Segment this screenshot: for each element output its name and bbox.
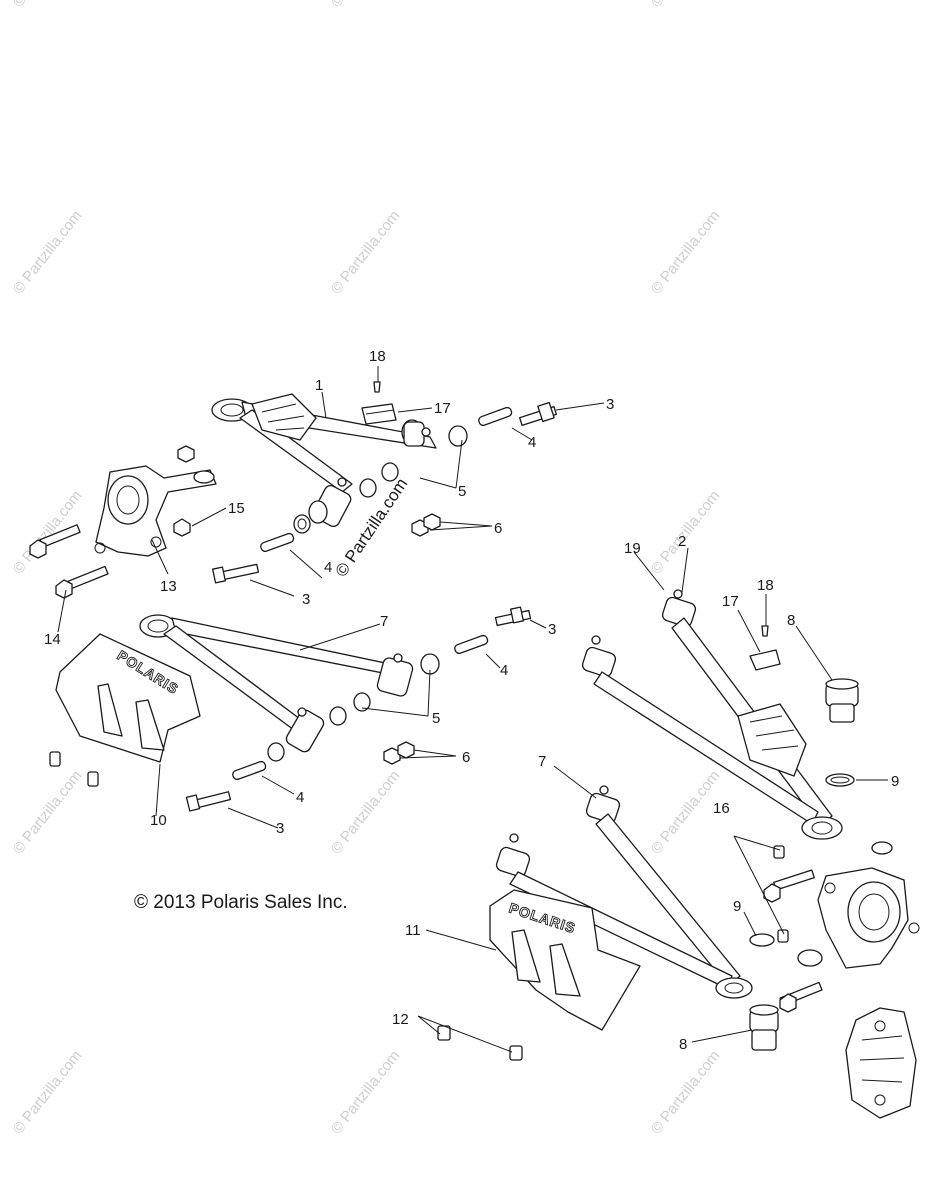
callout-3: 3	[276, 820, 284, 837]
watermark: © Partzilla.com	[328, 767, 404, 857]
callout-3: 3	[548, 621, 556, 638]
guard-11: POLARIS	[489, 889, 641, 1031]
callout-19: 19	[624, 540, 641, 557]
watermark: © Partzilla.com	[328, 207, 404, 297]
callout-4: 4	[324, 559, 332, 576]
callout-5: 5	[458, 483, 466, 500]
callout-9: 9	[733, 898, 741, 915]
upper-a-arm-left	[211, 393, 437, 493]
lower-a-arm-left	[139, 614, 440, 762]
callout-15: 15	[228, 500, 245, 517]
bolt-knuckle-upper	[29, 524, 81, 559]
callout-9: 9	[891, 773, 899, 790]
callout-2: 2	[678, 533, 686, 550]
retaining-ring-9-upper	[825, 773, 855, 787]
callout-6: 6	[494, 520, 502, 537]
callout-8: 8	[679, 1036, 687, 1053]
nut-top-knuckle	[177, 445, 195, 463]
callout-14: 14	[44, 631, 61, 648]
guard-10: POLARIS	[55, 633, 201, 763]
pin-4-lower-left	[232, 760, 267, 781]
watermark: © Partzilla.com	[10, 0, 86, 10]
watermark: © Partzilla.com	[10, 767, 86, 857]
screw-18-right	[761, 625, 769, 637]
watermark: © Partzilla.com	[648, 207, 724, 297]
steering-knuckle-right	[797, 841, 920, 969]
watermark: © Partzilla.com	[648, 0, 724, 10]
callout-13: 13	[160, 578, 177, 595]
callout-4: 4	[500, 662, 508, 679]
callout-18: 18	[757, 577, 774, 594]
steering-knuckle-13	[94, 465, 217, 557]
lower-a-arm-right	[495, 785, 753, 999]
nut-15	[173, 518, 191, 537]
brake-caliper	[845, 1007, 917, 1119]
pin-4-top	[478, 406, 513, 427]
watermark: © Partzilla.com	[10, 1047, 86, 1137]
bolt-3-lower-mid	[494, 606, 532, 627]
pin-4-lower-mid	[454, 634, 489, 655]
nuts-6-lower	[383, 741, 415, 765]
bolt-3-mid-upper	[212, 563, 260, 584]
ball-joint-8-upper	[825, 678, 859, 723]
screw-18-upper	[373, 381, 381, 393]
callout-1: 1	[315, 377, 323, 394]
callout-labels: 1 2 3 3 3 3 4 4 4 4 5 5 6 6 7 7 8 8 9 9 …	[44, 348, 899, 1053]
retaining-ring-9-lower	[749, 933, 775, 947]
callout-4: 4	[296, 789, 304, 806]
callout-6: 6	[462, 749, 470, 766]
callout-17: 17	[722, 593, 739, 610]
bolt-14	[55, 565, 109, 599]
bolts-16	[763, 845, 823, 1013]
screws-10	[49, 751, 99, 787]
screws-12	[437, 1025, 523, 1061]
upper-a-arm-right	[581, 589, 843, 840]
callout-3: 3	[606, 396, 614, 413]
nuts-6-upper	[411, 513, 441, 537]
bolt-3-top	[518, 401, 558, 427]
watermark: © Partzilla.com	[648, 1047, 724, 1137]
pin-4-mid-upper	[260, 532, 295, 553]
bump-stop-17-upper	[361, 403, 397, 425]
callout-16: 16	[713, 800, 730, 817]
watermark: © Partzilla.com	[10, 207, 86, 297]
ball-joint-8-lower	[749, 1004, 779, 1051]
callout-8: 8	[787, 612, 795, 629]
callout-4: 4	[528, 434, 536, 451]
copyright-notice: © 2013 Polaris Sales Inc.	[134, 892, 348, 913]
callout-11: 11	[405, 922, 421, 939]
callout-17: 17	[434, 400, 451, 417]
callout-7: 7	[538, 753, 546, 770]
callout-3: 3	[302, 591, 310, 608]
callout-7: 7	[380, 613, 388, 630]
bolt-3-lower-left	[185, 791, 232, 812]
bushing-set-upper-left	[293, 419, 468, 534]
callout-12: 12	[392, 1011, 409, 1028]
watermark: © Partzilla.com	[328, 1047, 404, 1137]
callout-10: 10	[150, 812, 167, 829]
leader-lines	[57, 366, 888, 1053]
callout-5: 5	[432, 710, 440, 727]
watermark: © Partzilla.com	[328, 0, 404, 10]
bump-stop-17-right	[749, 649, 781, 671]
callout-18: 18	[369, 348, 386, 365]
